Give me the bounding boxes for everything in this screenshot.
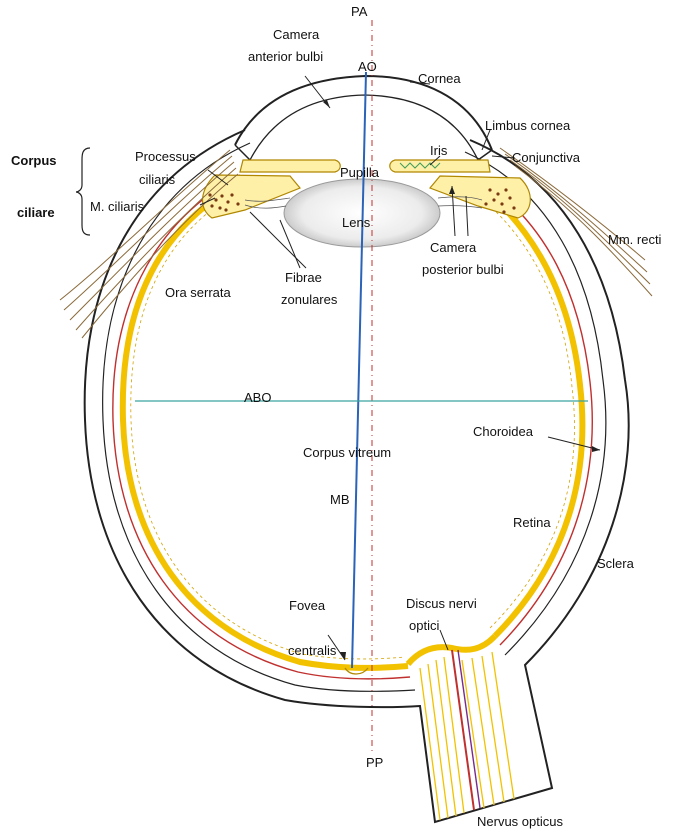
label-camera-posterior-1: Camera <box>430 240 476 255</box>
label-m-ciliaris: M. ciliaris <box>90 199 144 214</box>
label-centralis: centralis <box>288 643 336 658</box>
label-cornea: Cornea <box>418 71 461 86</box>
label-pupilla: Pupilla <box>340 165 379 180</box>
label-fibrae-1: Fibrae <box>285 270 322 285</box>
corpus-ciliare-brace <box>76 148 90 235</box>
label-sclera: Sclera <box>597 556 634 571</box>
optic-nerve-fibres <box>420 652 514 820</box>
label-choroidea: Choroidea <box>473 424 533 439</box>
label-ciliare: ciliare <box>17 205 55 220</box>
label-abo: ABO <box>244 390 271 405</box>
label-fibrae-2: zonulares <box>281 292 337 307</box>
label-iris: Iris <box>430 143 447 158</box>
iris-left <box>240 160 340 172</box>
label-discus-1: Discus nervi <box>406 596 477 611</box>
label-camera-anterior-2: anterior bulbi <box>248 49 323 64</box>
label-ora-serrata: Ora serrata <box>165 285 231 300</box>
label-corpus-vitreum: Corpus vitreum <box>303 445 391 460</box>
label-pa: PA <box>351 4 367 19</box>
visual-axis <box>352 72 366 668</box>
label-camera-anterior-1: Camera <box>273 27 319 42</box>
central-retinal-vessel <box>452 650 474 810</box>
label-conjunctiva: Conjunctiva <box>512 150 580 165</box>
label-camera-posterior-2: posterior bulbi <box>422 262 504 277</box>
label-discus-2: optici <box>409 618 439 633</box>
iris-right <box>390 160 490 172</box>
label-lens: Lens <box>342 215 370 230</box>
label-processus-1: Processus <box>135 149 196 164</box>
label-retina: Retina <box>513 515 551 530</box>
label-processus-2: ciliaris <box>139 172 175 187</box>
label-fovea: Fovea <box>289 598 325 613</box>
label-mb: MB <box>330 492 350 507</box>
cornea-limbus-left <box>235 145 250 160</box>
label-pp: PP <box>366 755 383 770</box>
label-mm-recti: Mm. recti <box>608 232 661 247</box>
label-limbus-cornea: Limbus cornea <box>485 118 570 133</box>
cornea-limbus-right <box>478 150 492 160</box>
label-corpus: Corpus <box>11 153 57 168</box>
label-ao: AO <box>358 59 377 74</box>
central-retinal-vessel-2 <box>458 650 480 808</box>
label-nervus-opticus: Nervus opticus <box>477 814 563 829</box>
